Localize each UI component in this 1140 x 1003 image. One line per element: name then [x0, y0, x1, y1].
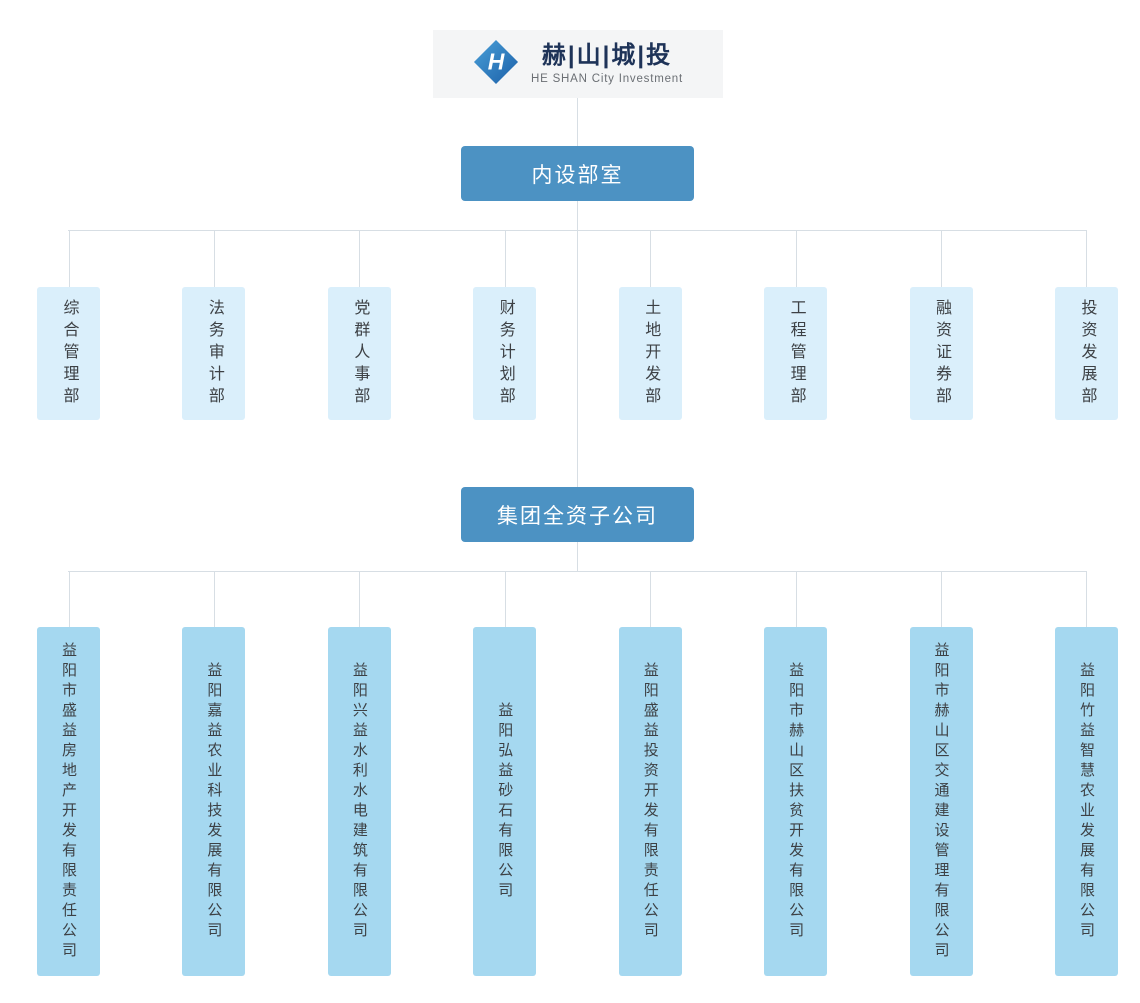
department-name: 投资发展部 — [1078, 298, 1096, 409]
connector-line — [68, 571, 1087, 572]
department-box: 土地开发部 — [618, 230, 682, 420]
subsidiary-name: 益阳盛益投资开发有限责任公司 — [641, 661, 659, 942]
department-name: 党群人事部 — [351, 298, 369, 409]
section-header-subsidiaries: 集团全资子公司 — [461, 487, 694, 542]
department-box: 投资发展部 — [1054, 230, 1118, 420]
department-name: 融资证券部 — [933, 298, 951, 409]
department-name: 工程管理部 — [787, 298, 805, 409]
subsidiary-box: 益阳市盛益房地产开发有限责任公司 — [37, 571, 100, 976]
company-logo: H 赫|山|城|投 HE SHAN City Investment — [433, 30, 723, 98]
company-logo-text: 赫|山|城|投 HE SHAN City Investment — [531, 42, 683, 85]
subsidiaries-row: 益阳市盛益房地产开发有限责任公司 益阳嘉益农业科技发展有限公司 益阳兴益水利水电… — [37, 571, 1118, 976]
department-box: 财务计划部 — [473, 230, 537, 420]
subsidiary-name: 益阳嘉益农业科技发展有限公司 — [205, 661, 223, 942]
connector-line — [577, 542, 578, 571]
department-box: 法务审计部 — [182, 230, 246, 420]
subsidiary-box: 益阳弘益砂石有限公司 — [473, 571, 537, 976]
subsidiary-name: 益阳兴益水利水电建筑有限公司 — [350, 661, 368, 942]
department-box: 融资证券部 — [909, 230, 973, 420]
company-name-english: HE SHAN City Investment — [531, 72, 683, 85]
department-box: 工程管理部 — [764, 230, 828, 420]
department-box: 综合管理部 — [37, 230, 100, 420]
svg-text:H: H — [488, 48, 505, 74]
department-box: 党群人事部 — [327, 230, 391, 420]
connector-line — [577, 98, 578, 146]
subsidiary-name: 益阳市盛益房地产开发有限责任公司 — [60, 641, 77, 962]
department-name: 土地开发部 — [642, 298, 660, 409]
connector-line — [68, 230, 1087, 231]
subsidiary-name: 益阳市赫山区交通建设管理有限公司 — [932, 641, 950, 962]
subsidiary-name: 益阳竹益智慧农业发展有限公司 — [1077, 661, 1095, 942]
company-name: 赫|山|城|投 — [541, 42, 673, 70]
subsidiary-box: 益阳竹益智慧农业发展有限公司 — [1054, 571, 1118, 976]
subsidiary-box: 益阳市赫山区交通建设管理有限公司 — [909, 571, 973, 976]
connector-line — [577, 201, 578, 487]
departments-row: 综合管理部 法务审计部 党群人事部 财务计划部 土地开发部 工程管理部 融资证券… — [37, 230, 1118, 420]
subsidiary-name: 益阳弘益砂石有限公司 — [496, 701, 514, 902]
section-header-departments: 内设部室 — [461, 146, 694, 201]
company-logo-icon: H — [473, 39, 519, 90]
subsidiary-name: 益阳市赫山区扶贫开发有限公司 — [787, 661, 805, 942]
subsidiary-box: 益阳盛益投资开发有限责任公司 — [618, 571, 682, 976]
subsidiary-box: 益阳嘉益农业科技发展有限公司 — [182, 571, 246, 976]
department-name: 法务审计部 — [205, 298, 223, 409]
subsidiary-box: 益阳兴益水利水电建筑有限公司 — [327, 571, 391, 976]
department-name: 综合管理部 — [60, 298, 78, 409]
subsidiary-box: 益阳市赫山区扶贫开发有限公司 — [764, 571, 828, 976]
department-name: 财务计划部 — [496, 298, 514, 409]
